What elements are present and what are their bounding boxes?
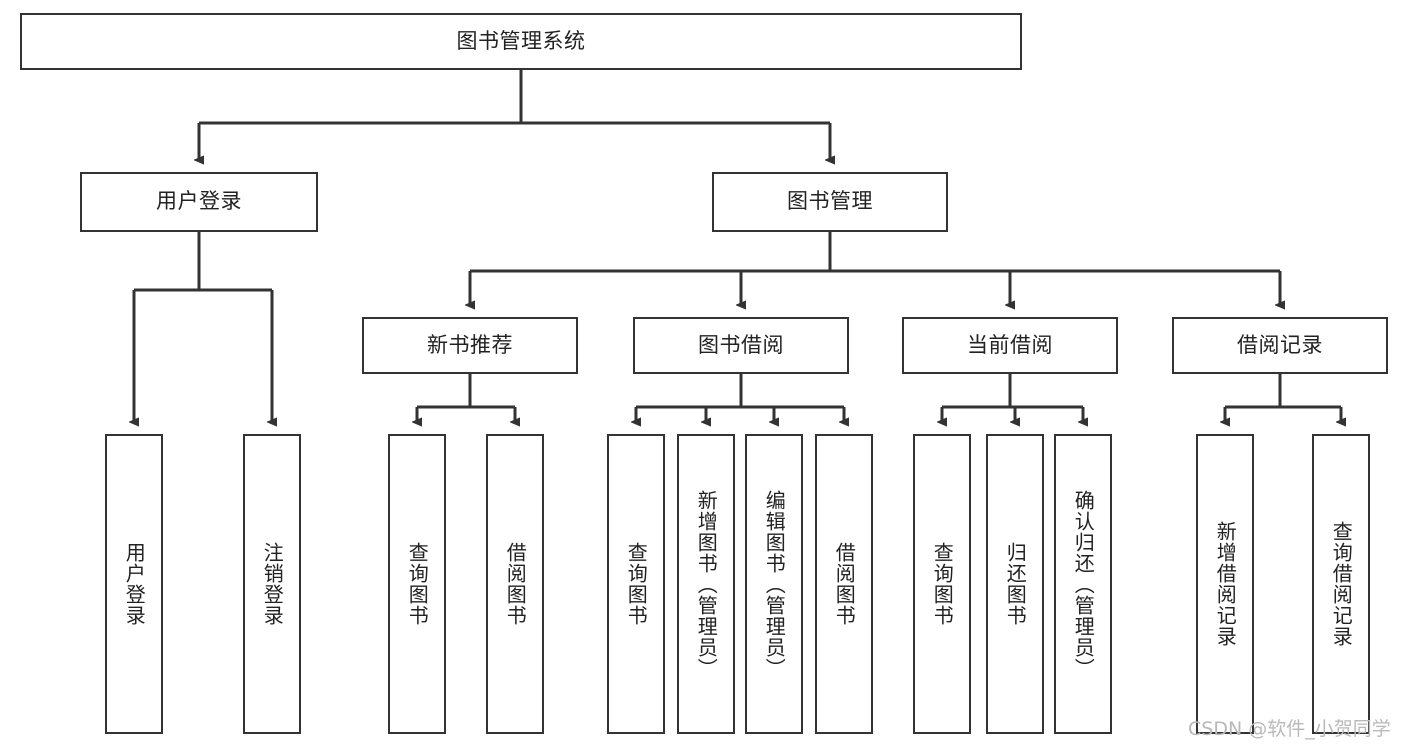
leaf-borrow-edit-book[interactable]: 编辑图书（管理员） — [745, 434, 803, 734]
node-user-login[interactable]: 用户登录 — [80, 172, 318, 232]
leaf-rec-query-record[interactable]: 查询借阅记录 — [1312, 434, 1370, 734]
leaf-cur-query-book[interactable]: 查询图书 — [913, 434, 971, 734]
leaf-rec-add-record[interactable]: 新增借阅记录 — [1196, 434, 1254, 734]
edge-group-user-login — [134, 232, 272, 422]
leaf-borrow-borrow-book-label: 借阅图书 — [832, 542, 857, 626]
leaf-cur-confirm-return[interactable]: 确认归还（管理员） — [1054, 434, 1112, 734]
leaf-borrow-borrow-book[interactable]: 借阅图书 — [815, 434, 873, 734]
leaf-borrow-add-book-label: 新增图书（管理员） — [694, 489, 719, 679]
node-root[interactable]: 图书管理系统 — [20, 13, 1022, 70]
leaf-rec-borrow-book-label: 借阅图书 — [503, 542, 528, 626]
leaf-logout-label: 注销登录 — [260, 542, 285, 626]
node-new-book-rec[interactable]: 新书推荐 — [362, 317, 578, 374]
leaf-rec-add-record-label: 新增借阅记录 — [1213, 521, 1238, 647]
leaf-borrow-add-book[interactable]: 新增图书（管理员） — [677, 434, 735, 734]
leaf-borrow-edit-book-label: 编辑图书（管理员） — [762, 489, 787, 679]
csdn-watermark: CSDN @软件_小贺同学 — [1188, 718, 1391, 740]
node-borrow-record[interactable]: 借阅记录 — [1172, 317, 1388, 374]
edge-group-book-manage — [470, 232, 1280, 305]
edge-group-root — [199, 70, 830, 160]
node-book-borrow-label: 图书借阅 — [698, 332, 784, 357]
leaf-user-login-label: 用户登录 — [122, 542, 147, 626]
leaf-cur-return-book-label: 归还图书 — [1003, 542, 1028, 626]
leaf-cur-return-book[interactable]: 归还图书 — [986, 434, 1044, 734]
edge-group-new-book-rec — [417, 374, 515, 422]
leaf-cur-query-book-label: 查询图书 — [930, 542, 955, 626]
leaf-rec-borrow-book[interactable]: 借阅图书 — [486, 434, 544, 734]
node-current-borrow-label: 当前借阅 — [967, 332, 1053, 357]
node-new-book-rec-label: 新书推荐 — [427, 332, 513, 357]
node-book-manage-label: 图书管理 — [787, 189, 873, 214]
leaf-cur-confirm-return-label: 确认归还（管理员） — [1071, 489, 1096, 679]
node-root-label: 图书管理系统 — [456, 28, 586, 53]
leaf-borrow-query-book-label: 查询图书 — [624, 542, 649, 626]
edge-group-book-borrow — [636, 374, 844, 422]
leaf-user-login[interactable]: 用户登录 — [105, 434, 163, 734]
edge-group-current-borrow — [942, 374, 1083, 422]
node-book-manage[interactable]: 图书管理 — [712, 172, 948, 232]
node-current-borrow[interactable]: 当前借阅 — [902, 317, 1118, 374]
node-user-login-label: 用户登录 — [156, 189, 242, 214]
leaf-borrow-query-book[interactable]: 查询图书 — [607, 434, 665, 734]
leaf-rec-query-record-label: 查询借阅记录 — [1329, 521, 1354, 647]
node-borrow-record-label: 借阅记录 — [1237, 332, 1323, 357]
leaf-logout[interactable]: 注销登录 — [243, 434, 301, 734]
leaf-rec-query-book-label: 查询图书 — [405, 542, 430, 626]
node-book-borrow[interactable]: 图书借阅 — [633, 317, 849, 374]
edge-group-borrow-record — [1225, 374, 1341, 422]
leaf-rec-query-book[interactable]: 查询图书 — [388, 434, 446, 734]
